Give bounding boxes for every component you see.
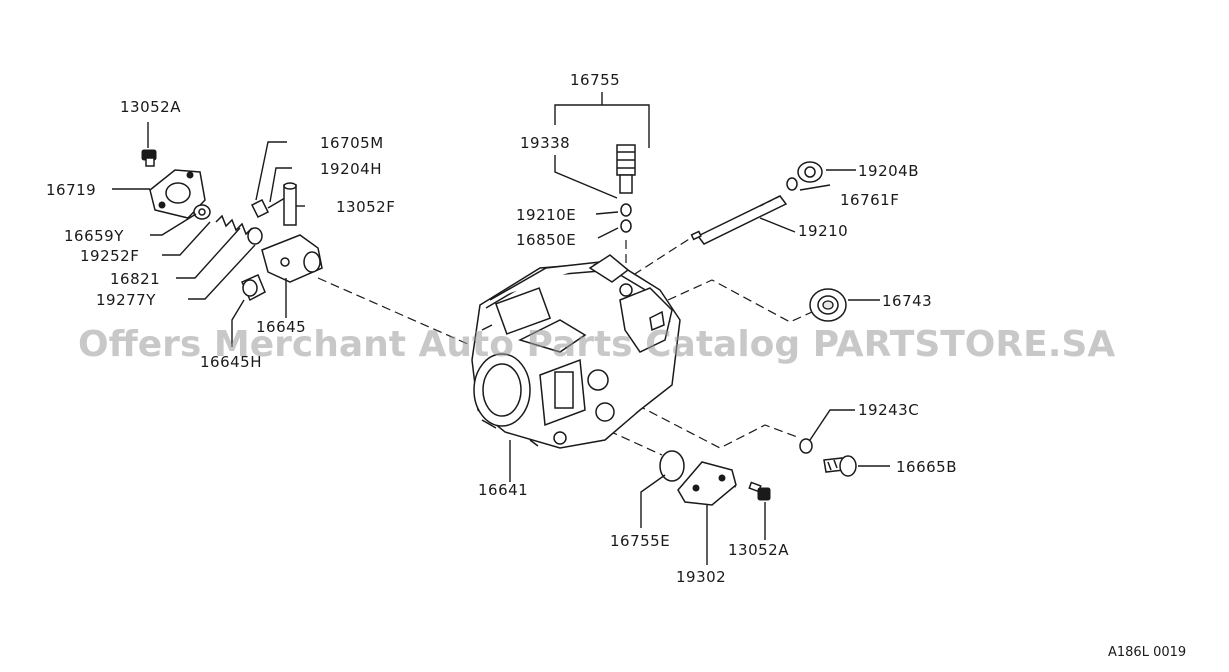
label-19277Y: 19277Y bbox=[96, 291, 156, 309]
label-13052F: 13052F bbox=[336, 198, 395, 216]
nut-19204B[interactable] bbox=[797, 161, 823, 183]
seal-16850E[interactable] bbox=[620, 219, 632, 233]
label-16743: 16743 bbox=[882, 292, 932, 310]
piston-16645H[interactable] bbox=[241, 274, 266, 302]
label-16850E: 16850E bbox=[516, 231, 576, 249]
label-16755: 16755 bbox=[570, 71, 620, 89]
label-19204H: 19204H bbox=[320, 160, 382, 178]
washer-19243C[interactable] bbox=[799, 438, 813, 454]
label-13052A-top: 13052A bbox=[120, 98, 181, 116]
label-16641: 16641 bbox=[478, 481, 528, 499]
cover-16719[interactable] bbox=[149, 169, 206, 219]
label-19338: 19338 bbox=[520, 134, 570, 152]
label-16755E: 16755E bbox=[610, 532, 670, 550]
label-19243C: 19243C bbox=[858, 401, 919, 419]
seal-19210E[interactable] bbox=[620, 203, 632, 217]
plunger-16645[interactable] bbox=[261, 234, 323, 283]
ring-16761F[interactable] bbox=[786, 177, 798, 191]
screw-13052A-top[interactable] bbox=[141, 149, 157, 167]
seal-16743[interactable] bbox=[809, 288, 847, 322]
label-19210: 19210 bbox=[798, 222, 848, 240]
label-16705M: 16705M bbox=[320, 134, 384, 152]
watermark-text: Offers Merchant Auto Parts Catalog PARTS… bbox=[78, 324, 1115, 365]
label-19210E: 19210E bbox=[516, 206, 576, 224]
washer-16659Y[interactable] bbox=[193, 204, 211, 220]
label-13052A-bottom: 13052A bbox=[728, 541, 789, 559]
ring-16821[interactable] bbox=[247, 227, 263, 245]
rod-19210[interactable] bbox=[690, 195, 788, 245]
bolt-16705M[interactable] bbox=[250, 198, 270, 219]
spring-19252F[interactable] bbox=[215, 214, 253, 236]
label-16719: 16719 bbox=[46, 181, 96, 199]
part-labels: 16755 13052A 16705M 19338 19204H 19204B … bbox=[46, 71, 957, 586]
cover-19302[interactable] bbox=[677, 461, 737, 506]
diagram-code: A186L 0019 bbox=[1108, 645, 1186, 660]
leader-lines bbox=[112, 92, 890, 565]
label-16659Y: 16659Y bbox=[64, 227, 124, 245]
label-16821: 16821 bbox=[110, 270, 160, 288]
label-19302: 19302 bbox=[676, 568, 726, 586]
label-16761F: 16761F bbox=[840, 191, 899, 209]
label-16645: 16645 bbox=[256, 318, 306, 336]
pump-body-16641[interactable] bbox=[471, 254, 681, 449]
label-19204B: 19204B bbox=[858, 162, 919, 180]
oring-16755E[interactable] bbox=[659, 450, 685, 482]
label-16645H: 16645H bbox=[200, 353, 262, 371]
screw-13052A-bottom[interactable] bbox=[748, 481, 771, 501]
bolt-16665B[interactable] bbox=[823, 455, 857, 477]
label-16665B: 16665B bbox=[896, 458, 957, 476]
valve-16755[interactable] bbox=[616, 144, 636, 194]
label-19252F: 19252F bbox=[80, 247, 139, 265]
pipe-13052F[interactable] bbox=[283, 182, 297, 226]
